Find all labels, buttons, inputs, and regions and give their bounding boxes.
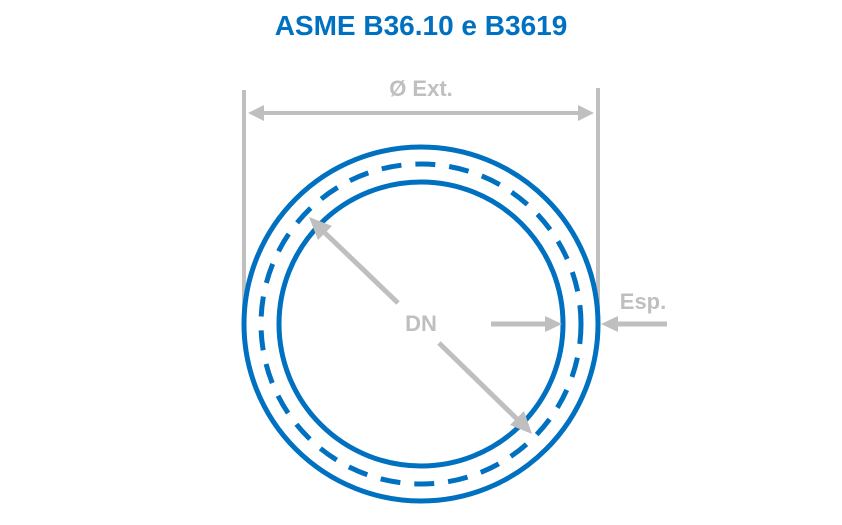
mid-wall-dashed-circle — [258, 161, 584, 487]
arrow-down-right-icon — [510, 411, 532, 434]
outer-wall-circle — [241, 144, 601, 504]
arrow-left-icon — [601, 316, 618, 332]
outer-diameter-dimension: Ø Ext. — [242, 76, 600, 322]
dn-label: DN — [405, 311, 437, 336]
inner-wall-circle — [276, 179, 566, 469]
dn-line-lower — [437, 341, 520, 422]
diagram-title: ASME B36.10 e B3619 — [274, 10, 568, 41]
arrow-right-icon — [578, 105, 594, 121]
arrow-up-left-icon — [309, 217, 332, 240]
arrow-left-icon — [248, 105, 264, 121]
pipe-section — [241, 144, 601, 504]
thickness-label: Esp. — [620, 289, 666, 314]
thickness-dimension: Esp. — [491, 289, 667, 332]
nominal-diameter-dimension: DN — [309, 217, 532, 434]
dn-line-upper — [322, 230, 400, 305]
arrow-right-icon — [545, 316, 562, 332]
outer-diameter-label: Ø Ext. — [389, 76, 453, 101]
